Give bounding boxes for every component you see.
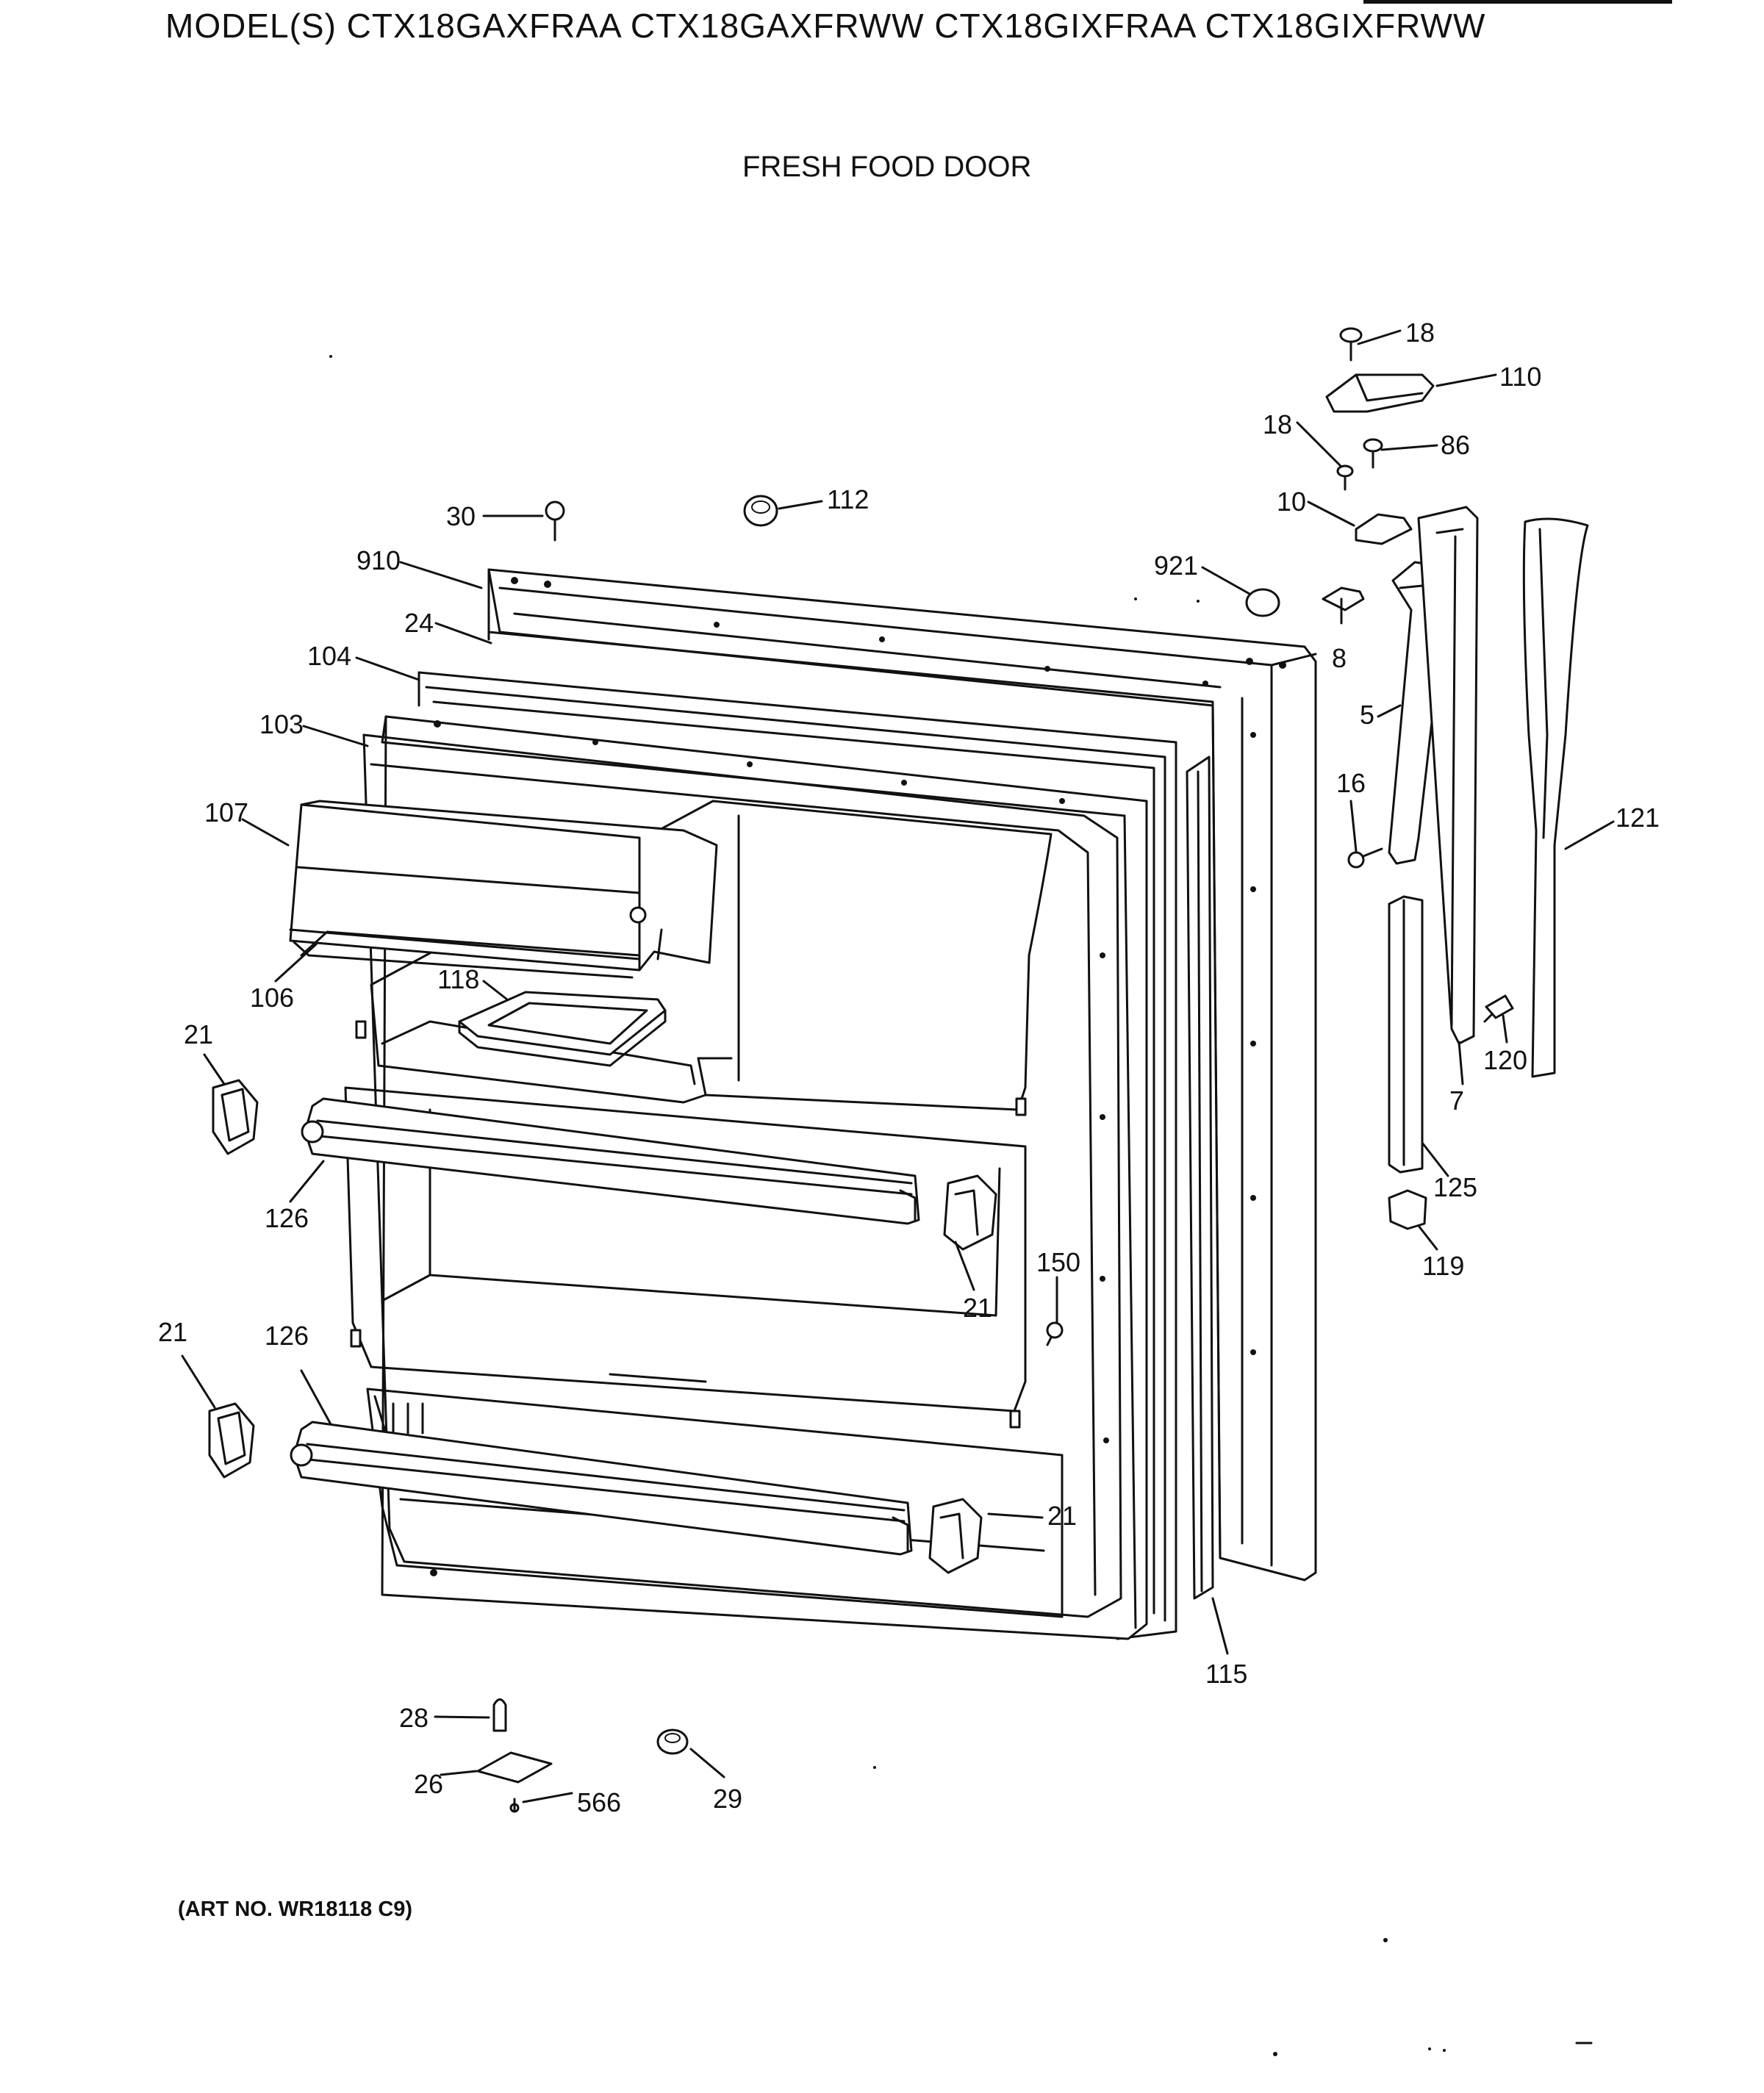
top-rule [1363,0,1672,4]
callout-28: 28 [399,1703,429,1733]
door-gasket [417,631,1222,1640]
callout-118: 118 [437,964,479,994]
callout-115: 115 [1205,1659,1247,1689]
art-number: (ART NO. WR18118 C9) [178,1898,413,1921]
door-bar-lower [290,1421,913,1556]
callout-21: 21 [963,1293,992,1323]
callout-24: 24 [404,608,434,638]
callout-29: 29 [713,1784,742,1814]
callout-106: 106 [250,983,294,1013]
bar-end-caps [208,1079,997,1574]
callout-5: 5 [1360,700,1374,730]
egg-tray [458,991,667,1067]
callout-110: 110 [1499,362,1541,392]
scan-specks [329,355,1593,2056]
callout-labels: 18 110 18 86 10 30 112 910 921 24 8 104 … [158,317,1660,1817]
callout-86: 86 [1441,430,1470,460]
callout-112: 112 [827,484,869,514]
callout-16: 16 [1336,768,1366,798]
callout-8: 8 [1332,643,1347,673]
callout-150: 150 [1036,1247,1080,1277]
door-bar-upper [301,1097,920,1225]
hinge-parts [1322,327,1589,1230]
callout-18: 18 [1263,409,1292,439]
callout-121: 121 [1616,803,1660,833]
callout-30: 30 [446,501,476,531]
callout-21: 21 [158,1317,187,1347]
callout-921: 921 [1154,550,1198,581]
callout-7: 7 [1449,1085,1464,1116]
callout-566: 566 [577,1787,621,1817]
dairy-bin [289,800,718,979]
callout-120: 120 [1483,1045,1527,1075]
callout-126: 126 [265,1203,309,1233]
small-hardware [476,495,1280,1813]
callout-21: 21 [184,1019,213,1049]
leader-lines [181,329,1615,1803]
callout-10: 10 [1277,487,1306,517]
callout-104: 104 [307,641,351,671]
section-title: FRESH FOOD DOOR [742,151,1032,183]
callout-103: 103 [259,709,304,739]
callout-21: 21 [1047,1501,1077,1531]
callout-126: 126 [265,1321,309,1351]
callout-125: 125 [1433,1172,1477,1202]
callout-119: 119 [1422,1251,1464,1281]
model-list-title: MODEL(S) CTX18GAXFRAA CTX18GAXFRWW CTX18… [165,7,1486,45]
callout-910: 910 [356,545,401,575]
callout-26: 26 [414,1769,443,1799]
seal-strip [1186,755,1214,1600]
callout-107: 107 [204,797,248,827]
callout-18: 18 [1405,317,1435,348]
